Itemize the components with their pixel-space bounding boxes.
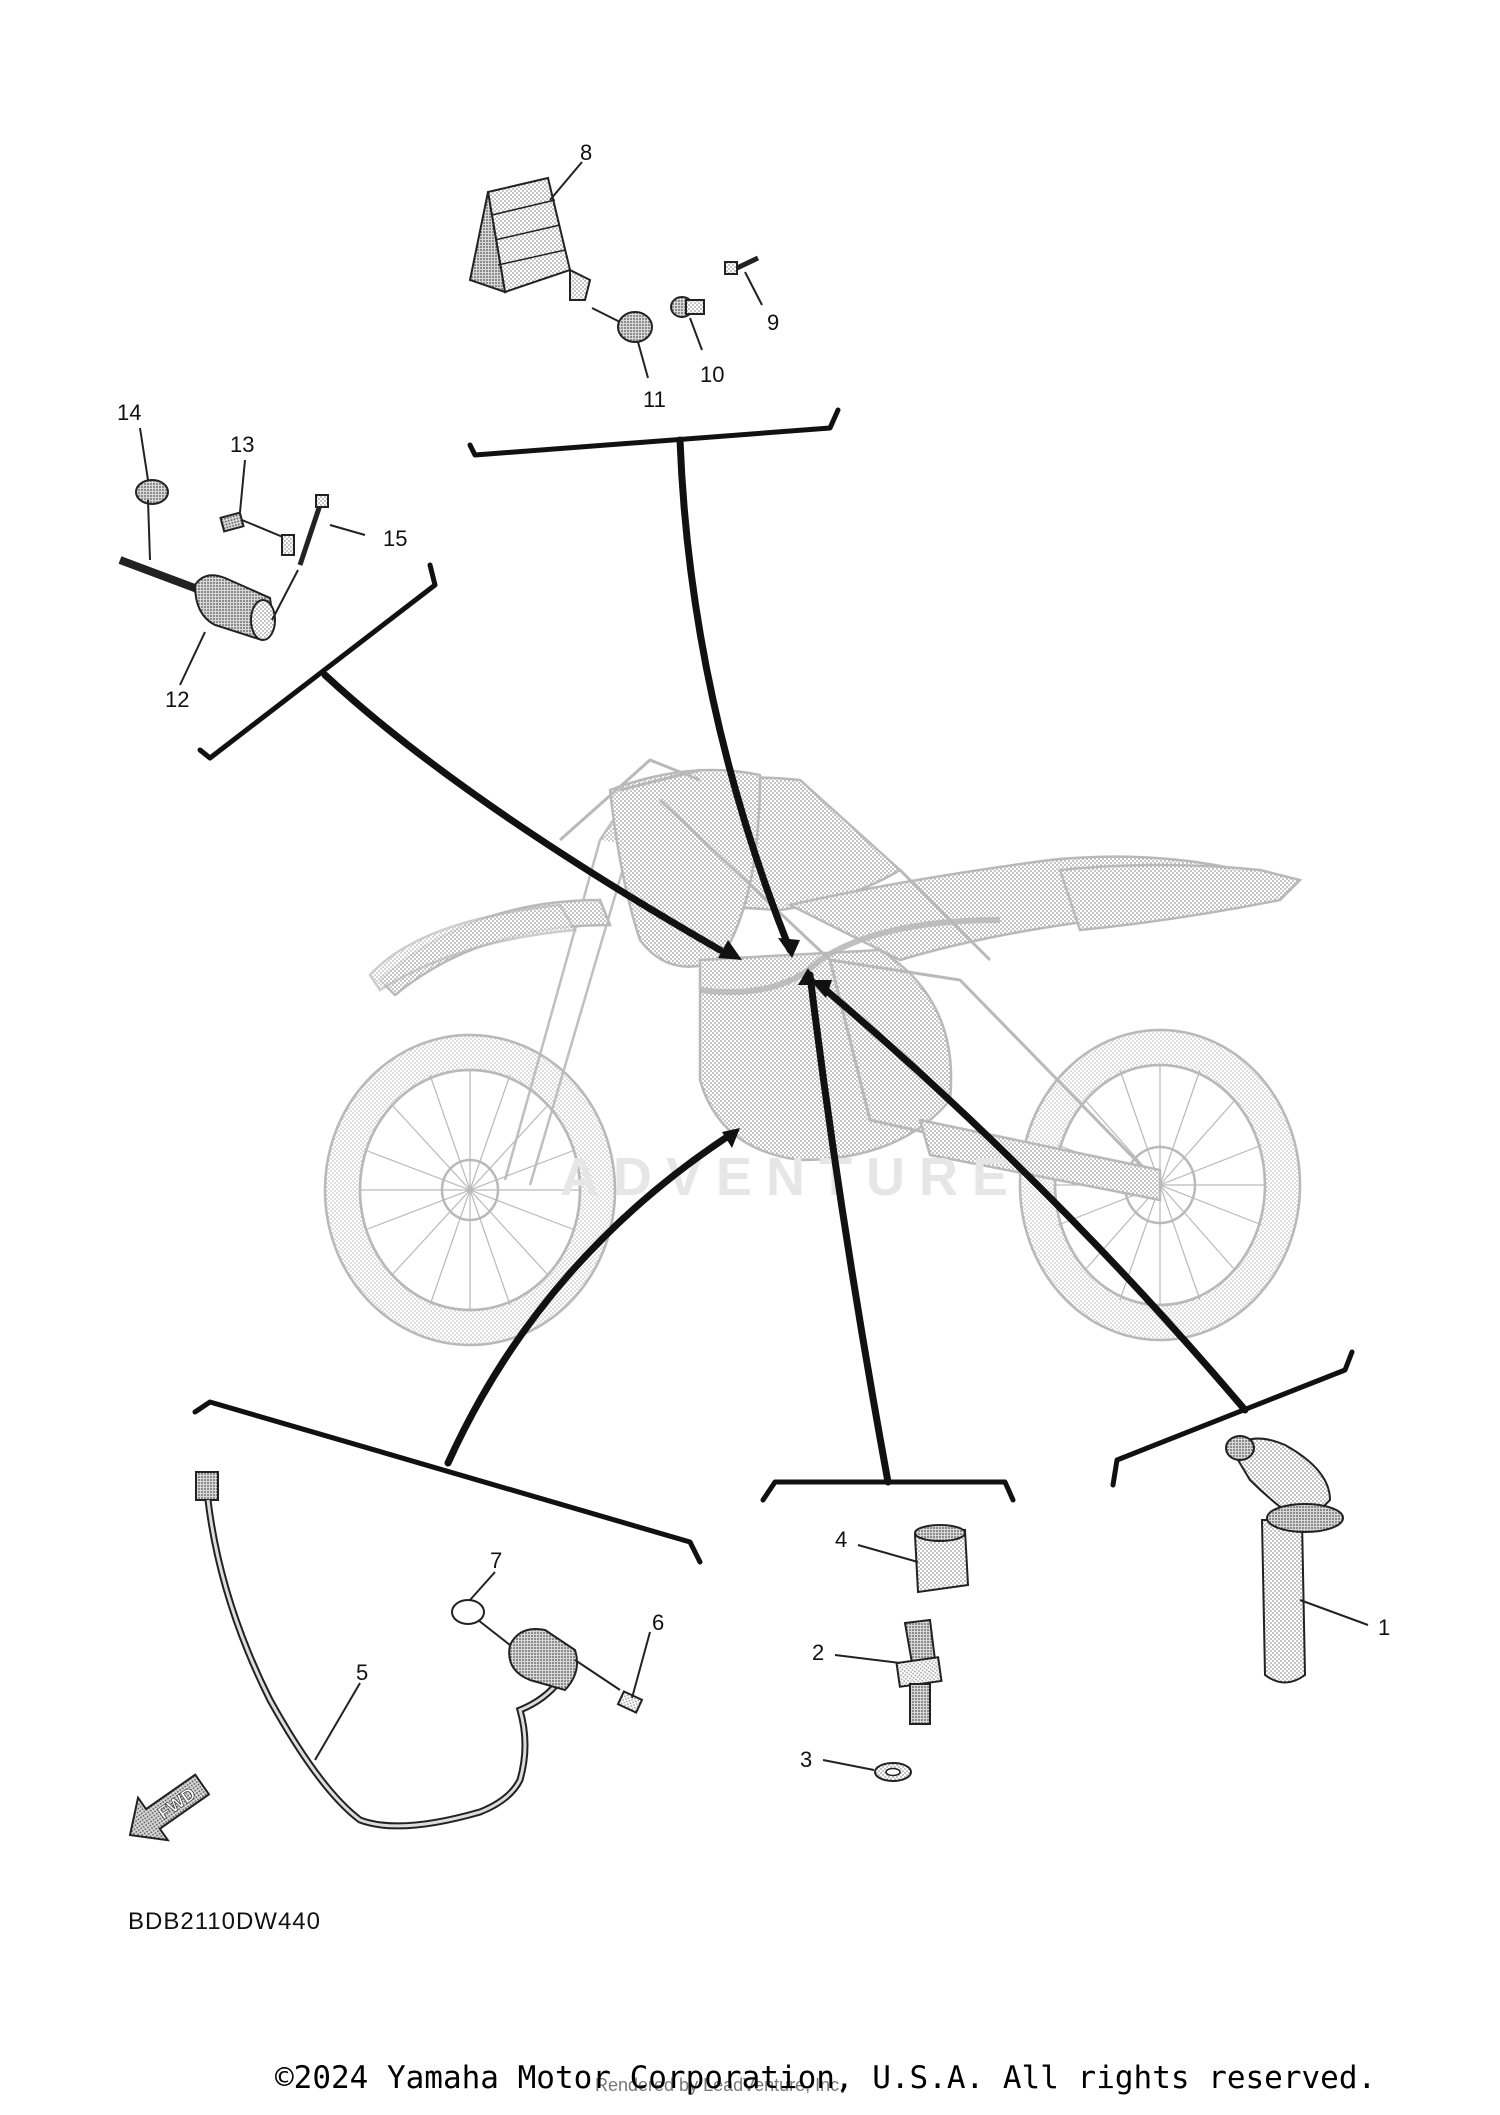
rendered-by-text: Rendered by LeadVenture, Inc. [595,2075,845,2095]
callout-9: 9 [767,310,779,335]
diagram-code: BDB2110DW440 [128,1908,321,1935]
bracket-bottom-right [1110,1349,1355,1488]
copyright-text: ©2024 Yamaha Motor Corporation, U.S.A. A… [275,2060,1377,2096]
callout-numbers: 8 9 10 11 14 13 15 12 1 2 3 4 5 6 7 [117,140,1390,1772]
part-bolt-15[interactable] [271,494,329,621]
callout-leaders [139,161,1369,1771]
leader-bottom-right [816,981,1249,1414]
motorcycle-illustration: ADVENTURE [323,758,1303,1347]
callout-6: 6 [652,1610,664,1635]
callout-15: 15 [383,526,407,551]
number-plate [368,903,578,992]
part-washer-3[interactable] [874,1762,912,1782]
part-grommet[interactable] [591,307,653,343]
bracket-top [467,407,841,458]
callout-12: 12 [165,687,189,712]
swingarm [918,1118,1162,1202]
rear-fender [1058,863,1303,932]
callout-2: 2 [812,1640,824,1665]
part-sensor-cable-5[interactable] [195,1471,621,1830]
part-sensor-2[interactable] [895,1618,943,1725]
callout-14: 14 [117,400,141,425]
callout-13: 13 [230,432,254,457]
callout-7: 7 [490,1548,502,1573]
bracket-bottom-left [192,1399,703,1565]
watermark-text: ADVENTURE [560,1147,1022,1207]
bracket-lines [192,407,1355,1565]
bracket-left [197,562,438,761]
part-ecu[interactable] [468,176,592,301]
fwd-arrow-icon: FWD [128,1773,211,1842]
callout-8: 8 [580,140,592,165]
arrowheads [718,938,832,1148]
part-cap-4[interactable] [913,1524,970,1594]
callout-5: 5 [356,1660,368,1685]
part-bolt-9[interactable] [724,255,760,275]
leader-bottom-center [806,971,892,1486]
part-sensor-12[interactable] [118,556,276,642]
callout-4: 4 [835,1527,847,1552]
part-ignition-coil-1[interactable] [1225,1435,1344,1684]
part-collar[interactable] [670,296,705,318]
part-o-ring-7[interactable] [451,1599,511,1646]
callout-10: 10 [700,362,724,387]
part-collar-13[interactable] [219,511,295,556]
exhaust [699,917,1001,995]
callout-11: 11 [643,387,666,412]
part-bolt-6[interactable] [616,1690,644,1714]
callout-1: 1 [1378,1615,1390,1640]
leader-left [321,671,724,954]
leader-bottom-left [444,1131,734,1467]
callout-3: 3 [800,1747,812,1772]
leader-top [676,436,794,954]
handlebar [559,758,701,842]
front-wheel [323,1033,617,1347]
part-bushing-14[interactable] [135,479,169,561]
